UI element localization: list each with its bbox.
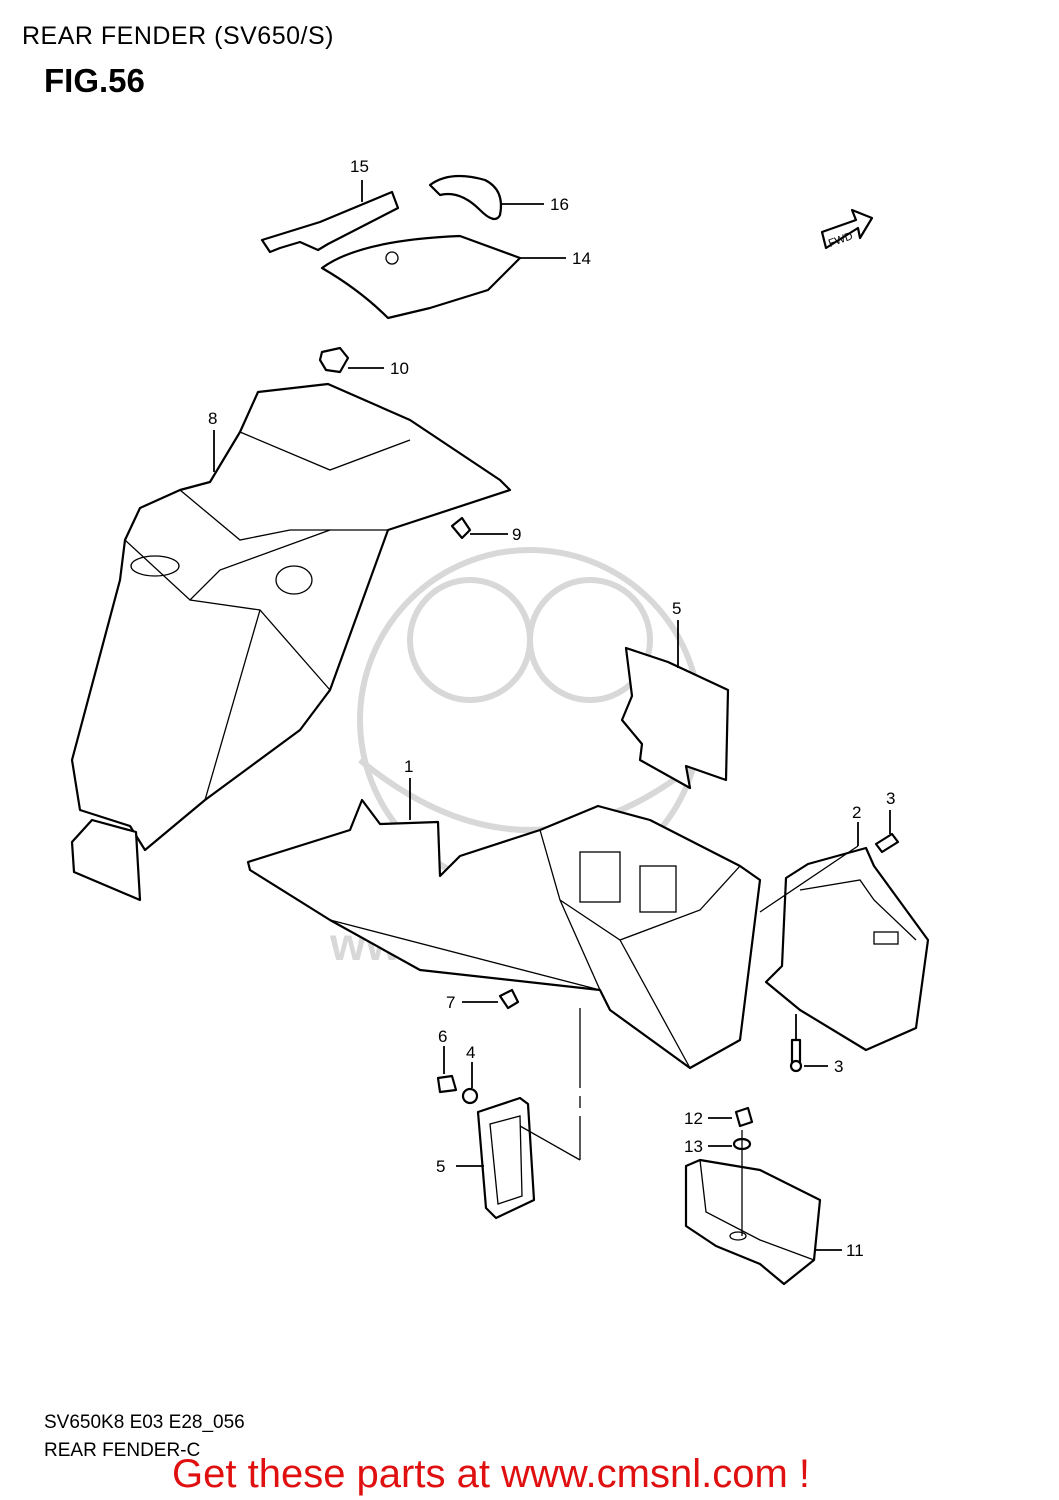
- page-title: REAR FENDER (SV650/S): [22, 22, 334, 50]
- callout-4: 5: [672, 599, 681, 618]
- part-3-screw-upper: [874, 832, 900, 854]
- diagram-code: SV650K8 E03 E28_056: [44, 1412, 245, 1433]
- part-16-wrench: [260, 190, 400, 254]
- diagram-name: REAR FENDER-C: [44, 1440, 201, 1461]
- part-17-strap: [428, 174, 503, 221]
- callout-9: 8: [208, 409, 217, 428]
- part-3-screw-lower: [789, 1038, 803, 1073]
- callout-13: 12: [684, 1109, 703, 1128]
- callout-12: 11: [846, 1241, 864, 1260]
- callout-15: 14: [572, 249, 591, 268]
- shop-link[interactable]: Get these parts at www.cmsnl.com !: [172, 1452, 810, 1496]
- callout-17: 16: [550, 195, 569, 214]
- callout-11: 10: [390, 359, 409, 378]
- callout-7: 6: [438, 1027, 447, 1046]
- callout-5: 5: [436, 1157, 445, 1176]
- callout-1: 1: [404, 757, 413, 776]
- part-2-bracket: [764, 846, 930, 1052]
- part-10-bolt: [450, 516, 472, 540]
- part-12-cover: [684, 1158, 822, 1286]
- part-6-nut: [461, 1087, 479, 1105]
- leader-lines: [213, 180, 891, 1251]
- part-4-plate: [620, 646, 730, 790]
- callout-10: 9: [512, 525, 521, 544]
- callout-8: 7: [446, 993, 455, 1012]
- callout-3-upper: 3: [886, 789, 895, 808]
- callout-14: 13: [684, 1137, 703, 1156]
- forward-arrow-icon: FWD: [820, 208, 874, 250]
- callout-numbers: 15 16 14 10 8 9 5 1 2 3 3 7 6 4 5 12 13 …: [208, 157, 895, 1260]
- callout-3-lower: 3: [834, 1057, 843, 1076]
- part-7-bolt: [436, 1074, 458, 1094]
- part-15-tool-bag: [320, 234, 522, 320]
- figure-number: FIG.56: [44, 62, 145, 99]
- part-8-bolt: [498, 988, 520, 1010]
- callout-2: 2: [852, 803, 861, 822]
- callout-6: 4: [466, 1043, 475, 1062]
- part-9-rear-fender: [70, 382, 512, 902]
- part-13-bolt: [734, 1106, 754, 1128]
- part-11-clip: [318, 346, 350, 374]
- callout-16: 15: [350, 157, 369, 176]
- part-1-inner-fender: [246, 798, 762, 1070]
- part-5-bracket: [476, 1096, 536, 1220]
